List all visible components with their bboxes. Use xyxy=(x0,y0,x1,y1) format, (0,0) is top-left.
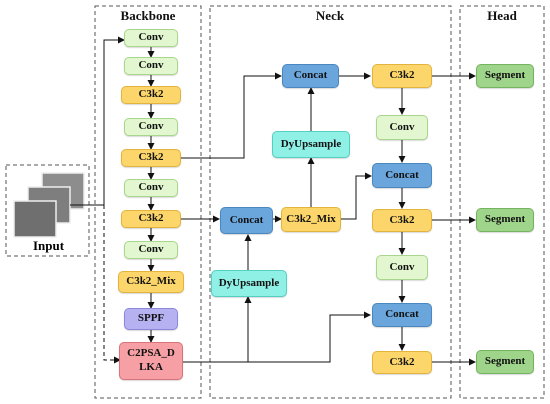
head-segment-3: Segment xyxy=(476,350,534,374)
backbone-frame xyxy=(94,5,202,399)
input-label: Input xyxy=(33,238,65,253)
backbone-c3k2-mix: C3k2_Mix xyxy=(118,271,184,293)
head-frame xyxy=(459,5,545,399)
backbone-title: Backbone xyxy=(120,8,176,23)
backbone-conv-4: Conv xyxy=(124,179,178,197)
neck-title: Neck xyxy=(315,8,345,23)
neck-c3k2-top: C3k2 xyxy=(372,64,432,88)
input-images xyxy=(13,172,85,238)
neck-dyupsample-top: DyUpsample xyxy=(272,131,350,158)
backbone-sppf: SPPF xyxy=(124,308,178,330)
neck-dyupsample-bottom: DyUpsample xyxy=(211,270,287,297)
backbone-c3k2-3: C3k2 xyxy=(121,210,181,228)
backbone-conv-2: Conv xyxy=(124,57,178,75)
head-segment-1: Segment xyxy=(476,64,534,88)
neck-c3k2-bottom: C3k2 xyxy=(372,351,432,374)
neck-c3k2-mix: C3k2_Mix xyxy=(281,207,341,232)
head-title: Head xyxy=(487,8,517,23)
neck-conv-2: Conv xyxy=(376,255,428,280)
head-segment-2: Segment xyxy=(476,208,534,232)
neck-concat-left: Concat xyxy=(220,207,273,234)
backbone-conv-1: Conv xyxy=(124,29,178,47)
backbone-conv-3: Conv xyxy=(124,118,178,136)
neck-c3k2-mid: C3k2 xyxy=(372,209,432,232)
neck-concat-bottom: Concat xyxy=(372,303,432,327)
backbone-c3k2-2: C3k2 xyxy=(121,149,181,167)
backbone-c3k2-1: C3k2 xyxy=(121,86,181,104)
neck-concat-mid: Concat xyxy=(372,163,432,188)
neck-frame xyxy=(209,5,452,399)
input-frame xyxy=(5,164,90,257)
backbone-c2psa-dlka: C2PSA_D LKA xyxy=(119,342,183,380)
neck-conv-1: Conv xyxy=(376,115,428,140)
neck-concat-top: Concat xyxy=(282,64,339,88)
backbone-conv-5: Conv xyxy=(124,241,178,259)
